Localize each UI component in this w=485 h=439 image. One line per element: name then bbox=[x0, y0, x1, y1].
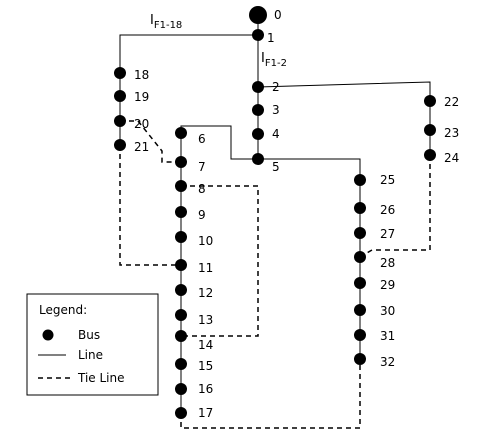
bus-label-9: 9 bbox=[198, 208, 206, 222]
bus-label-15: 15 bbox=[198, 359, 213, 373]
legend-line-label: Line bbox=[78, 348, 103, 362]
bus-label-10: 10 bbox=[198, 234, 213, 248]
bus-label-32: 32 bbox=[380, 355, 395, 369]
bus-9 bbox=[175, 206, 187, 218]
bus-31 bbox=[354, 329, 366, 341]
bus-20 bbox=[114, 115, 126, 127]
tie-line-8-14 bbox=[181, 185, 259, 337]
buses-layer bbox=[114, 6, 436, 419]
line-5-17 bbox=[180, 125, 238, 413]
bus-2 bbox=[252, 81, 264, 93]
tie-line-11-21 bbox=[119, 145, 181, 266]
bus-label-0: 0 bbox=[274, 8, 282, 22]
tie-line-24-28 bbox=[359, 155, 431, 258]
bus-label-14: 14 bbox=[198, 338, 213, 352]
bus-label-27: 27 bbox=[380, 227, 395, 241]
bus-label-24: 24 bbox=[444, 151, 459, 165]
tie-line-17-32 bbox=[180, 359, 361, 429]
bus-10 bbox=[175, 231, 187, 243]
bus-14 bbox=[175, 330, 187, 342]
bus-19 bbox=[114, 90, 126, 102]
bus-label-25: 25 bbox=[380, 173, 395, 187]
tie-lines-layer bbox=[119, 120, 431, 429]
bus-15 bbox=[175, 358, 187, 370]
bus-26 bbox=[354, 202, 366, 214]
bus-labels-layer: 0123456789101112131415161718192021222324… bbox=[134, 8, 459, 420]
bus-label-21: 21 bbox=[134, 140, 149, 154]
bus-label-18: 18 bbox=[134, 68, 149, 82]
bus-21 bbox=[114, 139, 126, 151]
bus-3 bbox=[252, 104, 264, 116]
bus-label-7: 7 bbox=[198, 160, 206, 174]
bus-label-19: 19 bbox=[134, 90, 149, 104]
bus-label-6: 6 bbox=[198, 132, 206, 146]
bus-32 bbox=[354, 353, 366, 365]
bus-label-8: 8 bbox=[198, 182, 206, 196]
bus-1 bbox=[252, 29, 264, 41]
line-5-32 bbox=[238, 158, 361, 359]
bus-28 bbox=[354, 251, 366, 263]
bus-label-29: 29 bbox=[380, 278, 395, 292]
legend-tie-line-label: Tie Line bbox=[77, 371, 125, 385]
bus-27 bbox=[354, 227, 366, 239]
bus-label-3: 3 bbox=[272, 103, 280, 117]
bus-22 bbox=[424, 95, 436, 107]
bus-18 bbox=[114, 67, 126, 79]
bus-label-26: 26 bbox=[380, 203, 395, 217]
legend-bus-symbol bbox=[42, 329, 54, 341]
bus-30 bbox=[354, 304, 366, 316]
bus-13 bbox=[175, 309, 187, 321]
current-label-f1-2: IF1-2 bbox=[261, 51, 287, 69]
bus-17 bbox=[175, 407, 187, 419]
bus-6 bbox=[175, 127, 187, 139]
bus-label-31: 31 bbox=[380, 329, 395, 343]
tie-line-7-20 bbox=[120, 120, 181, 163]
bus-label-20: 20 bbox=[134, 117, 149, 131]
bus-label-2: 2 bbox=[272, 80, 280, 94]
bus-8 bbox=[175, 180, 187, 192]
bus-label-12: 12 bbox=[198, 286, 213, 300]
bus-5 bbox=[252, 153, 264, 165]
bus-label-30: 30 bbox=[380, 304, 395, 318]
bus-7 bbox=[175, 156, 187, 168]
bus-23 bbox=[424, 124, 436, 136]
bus-4 bbox=[252, 128, 264, 140]
bus-16 bbox=[175, 383, 187, 395]
legend-title: Legend: bbox=[39, 303, 87, 317]
bus-label-16: 16 bbox=[198, 382, 213, 396]
legend: Legend: Bus Line Tie Line bbox=[26, 293, 159, 396]
bus-label-5: 5 bbox=[272, 160, 280, 174]
bus-11 bbox=[175, 259, 187, 271]
bus-12 bbox=[175, 284, 187, 296]
bus-25 bbox=[354, 174, 366, 186]
bus-label-11: 11 bbox=[198, 261, 213, 275]
bus-0 bbox=[249, 6, 267, 24]
bus-label-28: 28 bbox=[380, 256, 395, 270]
bus-29 bbox=[354, 277, 366, 289]
bus-label-22: 22 bbox=[444, 95, 459, 109]
bus-24 bbox=[424, 149, 436, 161]
legend-bus-label: Bus bbox=[78, 328, 100, 342]
current-label-f1-18: IF1-18 bbox=[150, 13, 182, 31]
bus-label-4: 4 bbox=[272, 127, 280, 141]
bus-label-13: 13 bbox=[198, 313, 213, 327]
bus-label-23: 23 bbox=[444, 126, 459, 140]
line-2-24 bbox=[257, 81, 431, 155]
bus-label-17: 17 bbox=[198, 406, 213, 420]
bus-label-1: 1 bbox=[267, 31, 275, 45]
